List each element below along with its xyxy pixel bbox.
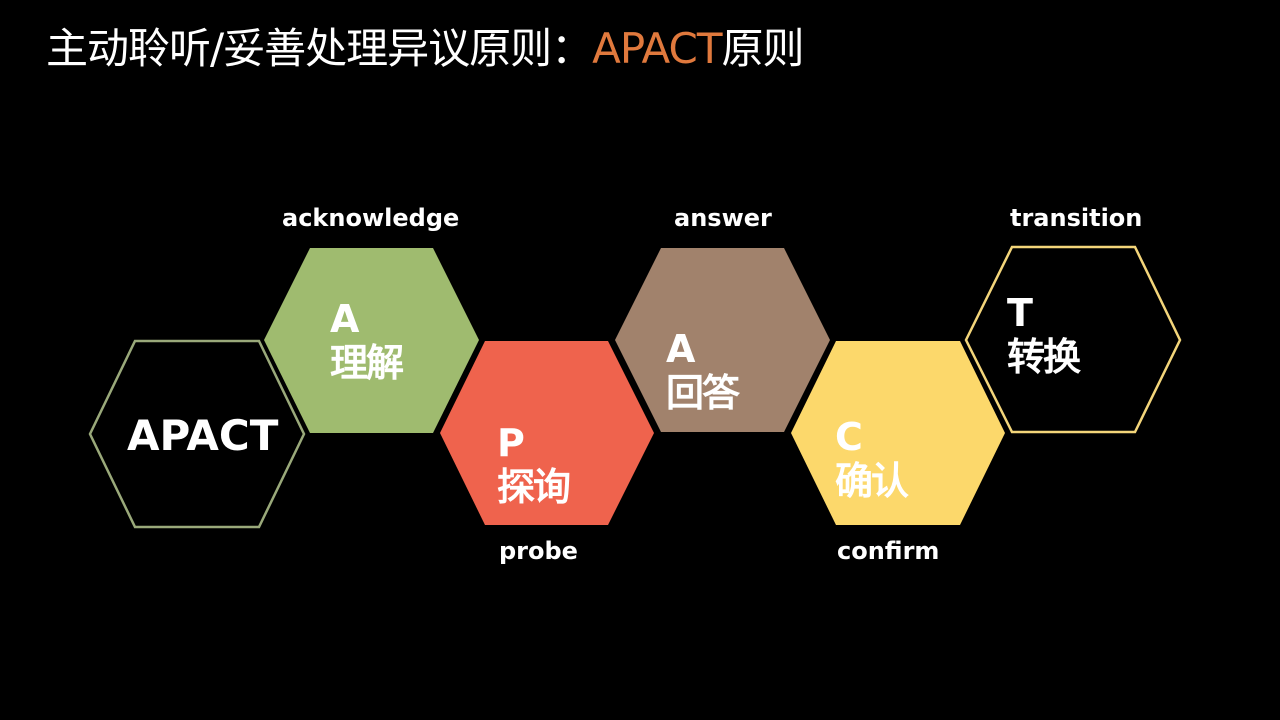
transition-caption: transition: [1010, 204, 1143, 232]
probe-caption: probe: [499, 537, 578, 565]
apact-text: APACT: [127, 411, 279, 460]
confirm-cn: 确认: [835, 459, 909, 503]
probe-cn: 探询: [497, 465, 571, 509]
answer-caption: answer: [674, 204, 772, 232]
confirm-letter: C: [835, 415, 863, 459]
transition-cn: 转换: [1007, 335, 1081, 379]
acknowledge-hexagon: [264, 248, 479, 433]
acknowledge-text: A 理解: [330, 297, 404, 386]
apact-label: APACT: [127, 412, 278, 460]
probe-text: P 探询: [497, 421, 571, 510]
confirm-hexagon: [791, 341, 1005, 525]
transition-letter: T: [1007, 291, 1033, 335]
acknowledge-letter: A: [330, 297, 360, 341]
confirm-text: C 确认: [835, 415, 909, 504]
apact-hexagon: [88, 339, 306, 529]
probe-letter: P: [497, 421, 525, 465]
confirm-caption: confirm: [837, 537, 940, 565]
acknowledge-caption: acknowledge: [282, 204, 460, 232]
answer-letter: A: [666, 327, 696, 371]
acknowledge-cn: 理解: [330, 341, 404, 385]
page-title: 主动聆听/妥善处理异议原则：APACT原则: [46, 22, 805, 76]
answer-cn: 回答: [666, 371, 740, 415]
answer-hexagon: [615, 248, 830, 432]
title-suffix: 原则: [721, 24, 805, 73]
transition-text: T 转换: [1007, 291, 1081, 380]
title-prefix: 主动聆听/妥善处理异议原则：: [46, 24, 593, 73]
transition-hexagon: [964, 245, 1182, 434]
answer-text: A 回答: [666, 327, 740, 416]
title-accent: APACT: [592, 24, 722, 73]
probe-hexagon: [440, 341, 654, 525]
